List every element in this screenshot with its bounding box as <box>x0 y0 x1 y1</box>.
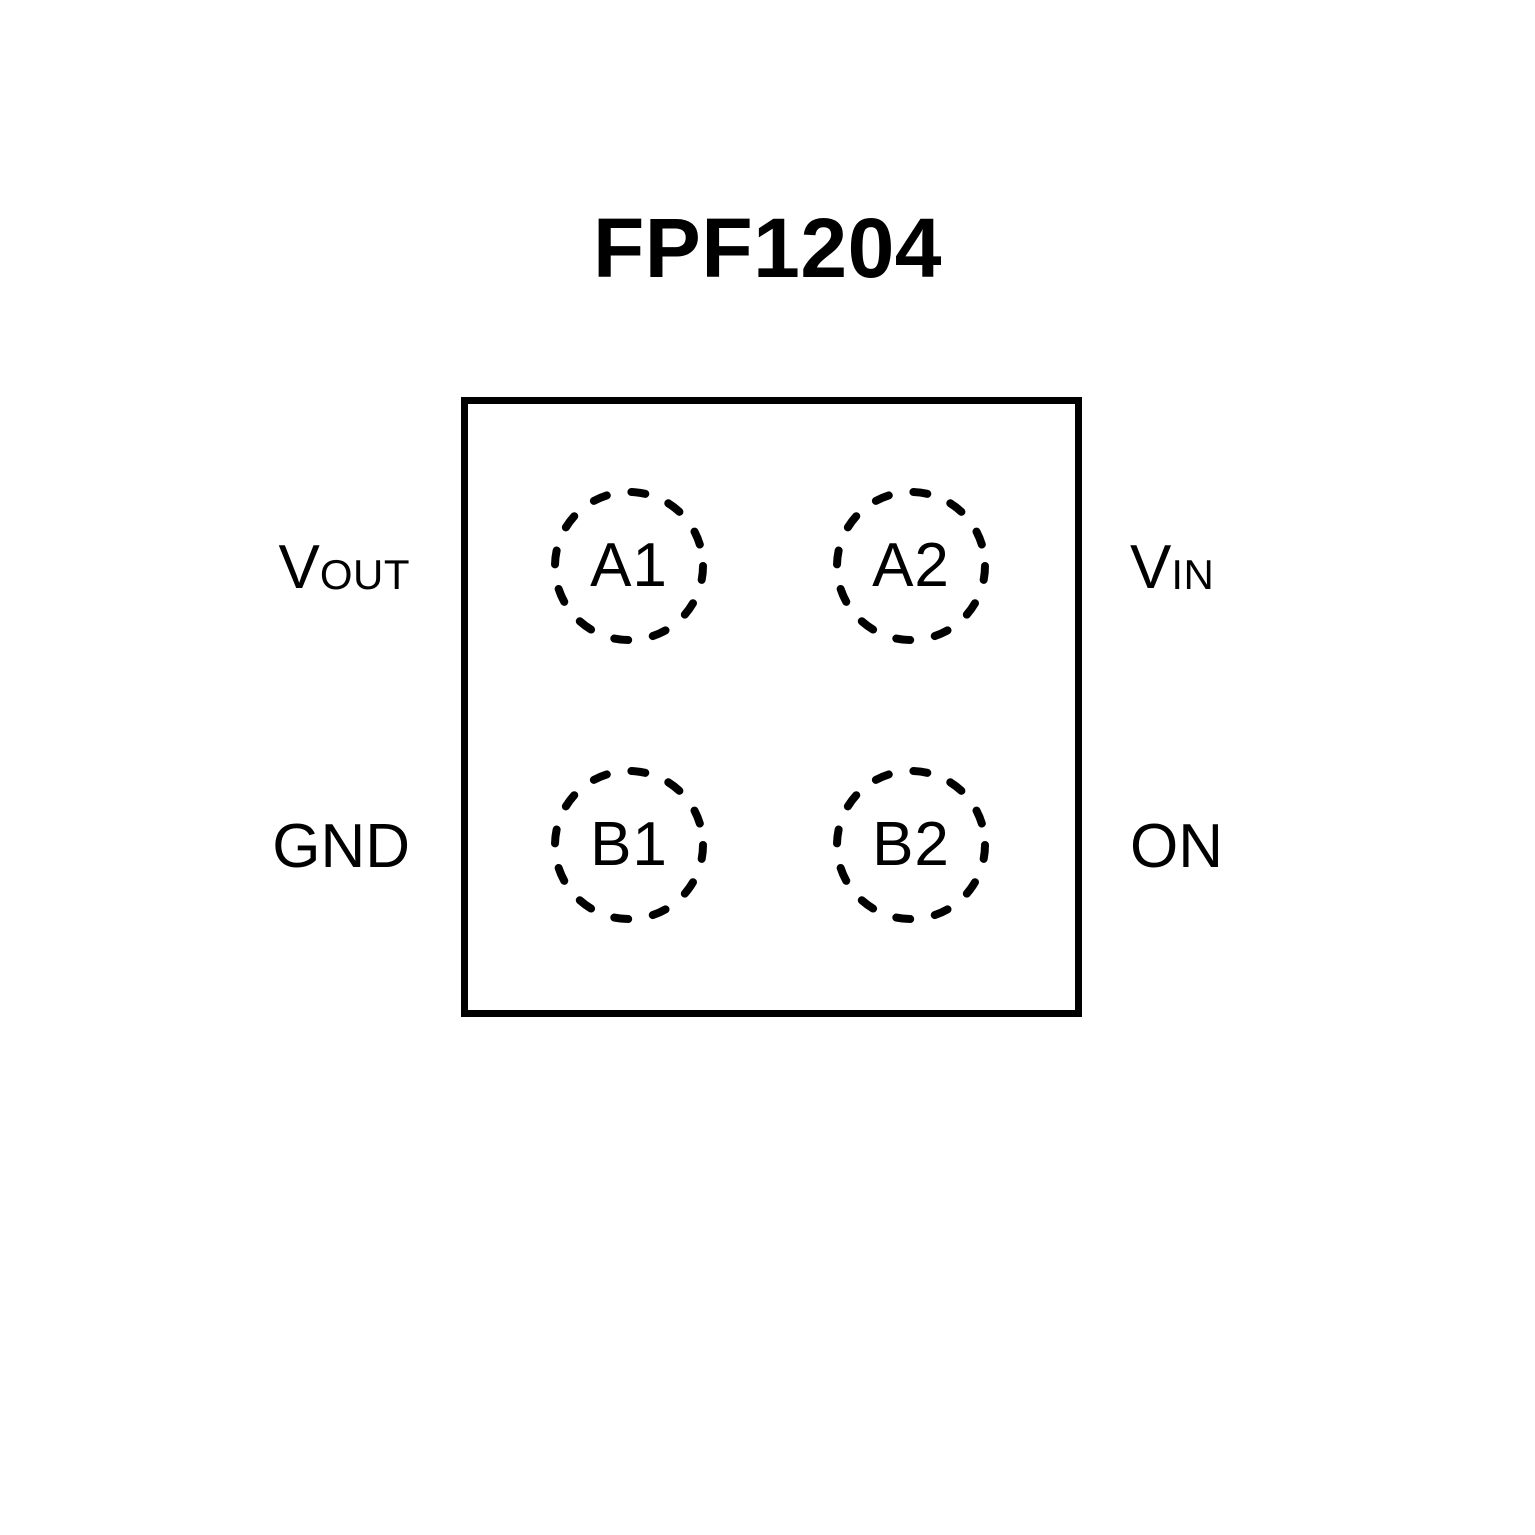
package-outline <box>461 397 1082 1017</box>
pin-label-on: ON <box>1130 816 1223 878</box>
pin-label-gnd: GND <box>272 816 410 878</box>
pin-label-vout-base: V <box>278 533 320 602</box>
pin-label-on-base: ON <box>1130 812 1223 881</box>
pin-label-gnd-base: GND <box>272 812 410 881</box>
ball-pad-a1[interactable]: A1 <box>551 488 707 644</box>
dashed-circle-icon <box>551 767 707 923</box>
ball-pad-b1[interactable]: B1 <box>551 767 707 923</box>
ball-pad-a2[interactable]: A2 <box>833 488 989 644</box>
ball-label-b2: B2 <box>872 810 950 879</box>
ball-label-b1: B1 <box>590 810 668 879</box>
dashed-circle-icon <box>833 488 989 644</box>
ball-pad-b2[interactable]: B2 <box>833 767 989 923</box>
ball-label-a1: A1 <box>590 531 668 600</box>
dashed-circle-icon <box>551 488 707 644</box>
pin-label-vout-subscript: OUT <box>319 551 410 598</box>
dashed-circle-icon <box>833 767 989 923</box>
pin-label-vin-subscript: IN <box>1171 551 1215 598</box>
ball-label-a2: A2 <box>872 531 950 600</box>
pin-label-vin-base: V <box>1130 533 1172 602</box>
page-title: FPF1204 <box>592 201 942 295</box>
